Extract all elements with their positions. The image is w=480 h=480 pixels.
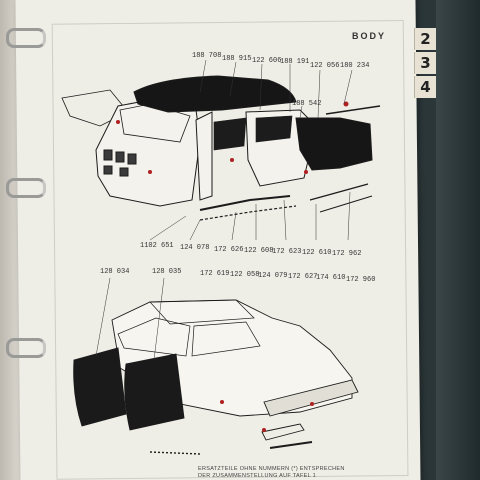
binder-ring	[6, 178, 46, 198]
index-tab[interactable]: 4	[414, 76, 436, 98]
front-body-shell	[95, 99, 201, 207]
binder-ring	[6, 28, 46, 48]
footnote-line: ERSATZTEILE OHNE NUMMERN (*) ENTSPRECHEN	[198, 466, 345, 472]
part-number: 188 542	[292, 100, 322, 108]
part-number: 172 962	[332, 250, 362, 258]
leader-lines	[95, 277, 165, 361]
roof-rails	[149, 299, 255, 325]
part-number: 172 619	[200, 270, 230, 278]
trim-piece	[261, 423, 305, 441]
part-number: 172 627	[288, 273, 318, 281]
hardware-marker	[220, 400, 224, 404]
body-vent	[115, 151, 125, 163]
sill-strip	[199, 195, 291, 211]
binder-ring	[6, 338, 46, 358]
part-number: 172 626	[214, 246, 244, 254]
index-tab[interactable]: 3	[414, 52, 436, 74]
part-number: 188 191	[280, 58, 310, 66]
part-number: 122 606	[252, 57, 282, 65]
hardware-marker	[116, 120, 120, 124]
part-number: 174 610	[316, 274, 346, 282]
bumper	[263, 379, 359, 417]
index-tabs: 2 3 4	[414, 28, 436, 100]
body-vent	[119, 167, 129, 177]
part-number: 188 708	[192, 52, 222, 60]
section-label: BODY	[352, 31, 387, 41]
part-number: 172 623	[272, 248, 302, 256]
part-number: 172 960	[346, 276, 376, 284]
index-tab[interactable]: 2	[414, 28, 436, 50]
part-number: 122 058	[230, 271, 260, 279]
part-number: 124 079	[258, 272, 288, 280]
hardware-marker	[148, 170, 152, 174]
part-number: 122 610	[302, 249, 332, 257]
body-vent	[103, 149, 113, 161]
footnote: ERSATZTEILE OHNE NUMMERN (*) ENTSPRECHEN…	[198, 466, 345, 480]
part-number: 188 915	[222, 55, 252, 63]
rear-trim-strip	[325, 105, 381, 115]
part-number: 1102 651	[140, 242, 174, 250]
hardware-marker	[304, 170, 308, 174]
trim-piece	[149, 451, 201, 455]
body-vent	[103, 165, 113, 175]
hardware-marker	[230, 158, 234, 162]
hardware-marker	[262, 428, 266, 432]
molding-strip	[199, 205, 297, 221]
window-frames	[117, 317, 261, 357]
rear-quarter-panel	[295, 117, 373, 171]
hardware-marker	[343, 101, 349, 107]
leader-lines	[149, 59, 353, 241]
part-number: 122 608	[244, 247, 274, 255]
side-windows	[213, 115, 293, 151]
door-panel	[124, 353, 185, 431]
door-panel	[73, 347, 127, 427]
roof-panel	[133, 75, 297, 113]
molding-strip	[319, 195, 373, 213]
part-number: 122 056	[310, 62, 340, 70]
part-number: 128 034	[100, 268, 130, 276]
part-number: 180 234	[340, 62, 370, 70]
body-vent	[127, 153, 137, 165]
part-number: 124 078	[180, 244, 210, 252]
lower-car-drawing	[73, 299, 359, 455]
molding-strip	[309, 183, 369, 201]
hardware-marker	[310, 402, 314, 406]
footnote-line: DER ZUSAMMENSTELLUNG AUF TAFEL 1	[198, 473, 316, 479]
binder-spine	[436, 0, 480, 480]
part-number: 128 035	[152, 268, 182, 276]
upper-car-drawing	[61, 75, 381, 221]
door-frame-front	[195, 111, 213, 201]
trim-piece	[269, 441, 313, 449]
